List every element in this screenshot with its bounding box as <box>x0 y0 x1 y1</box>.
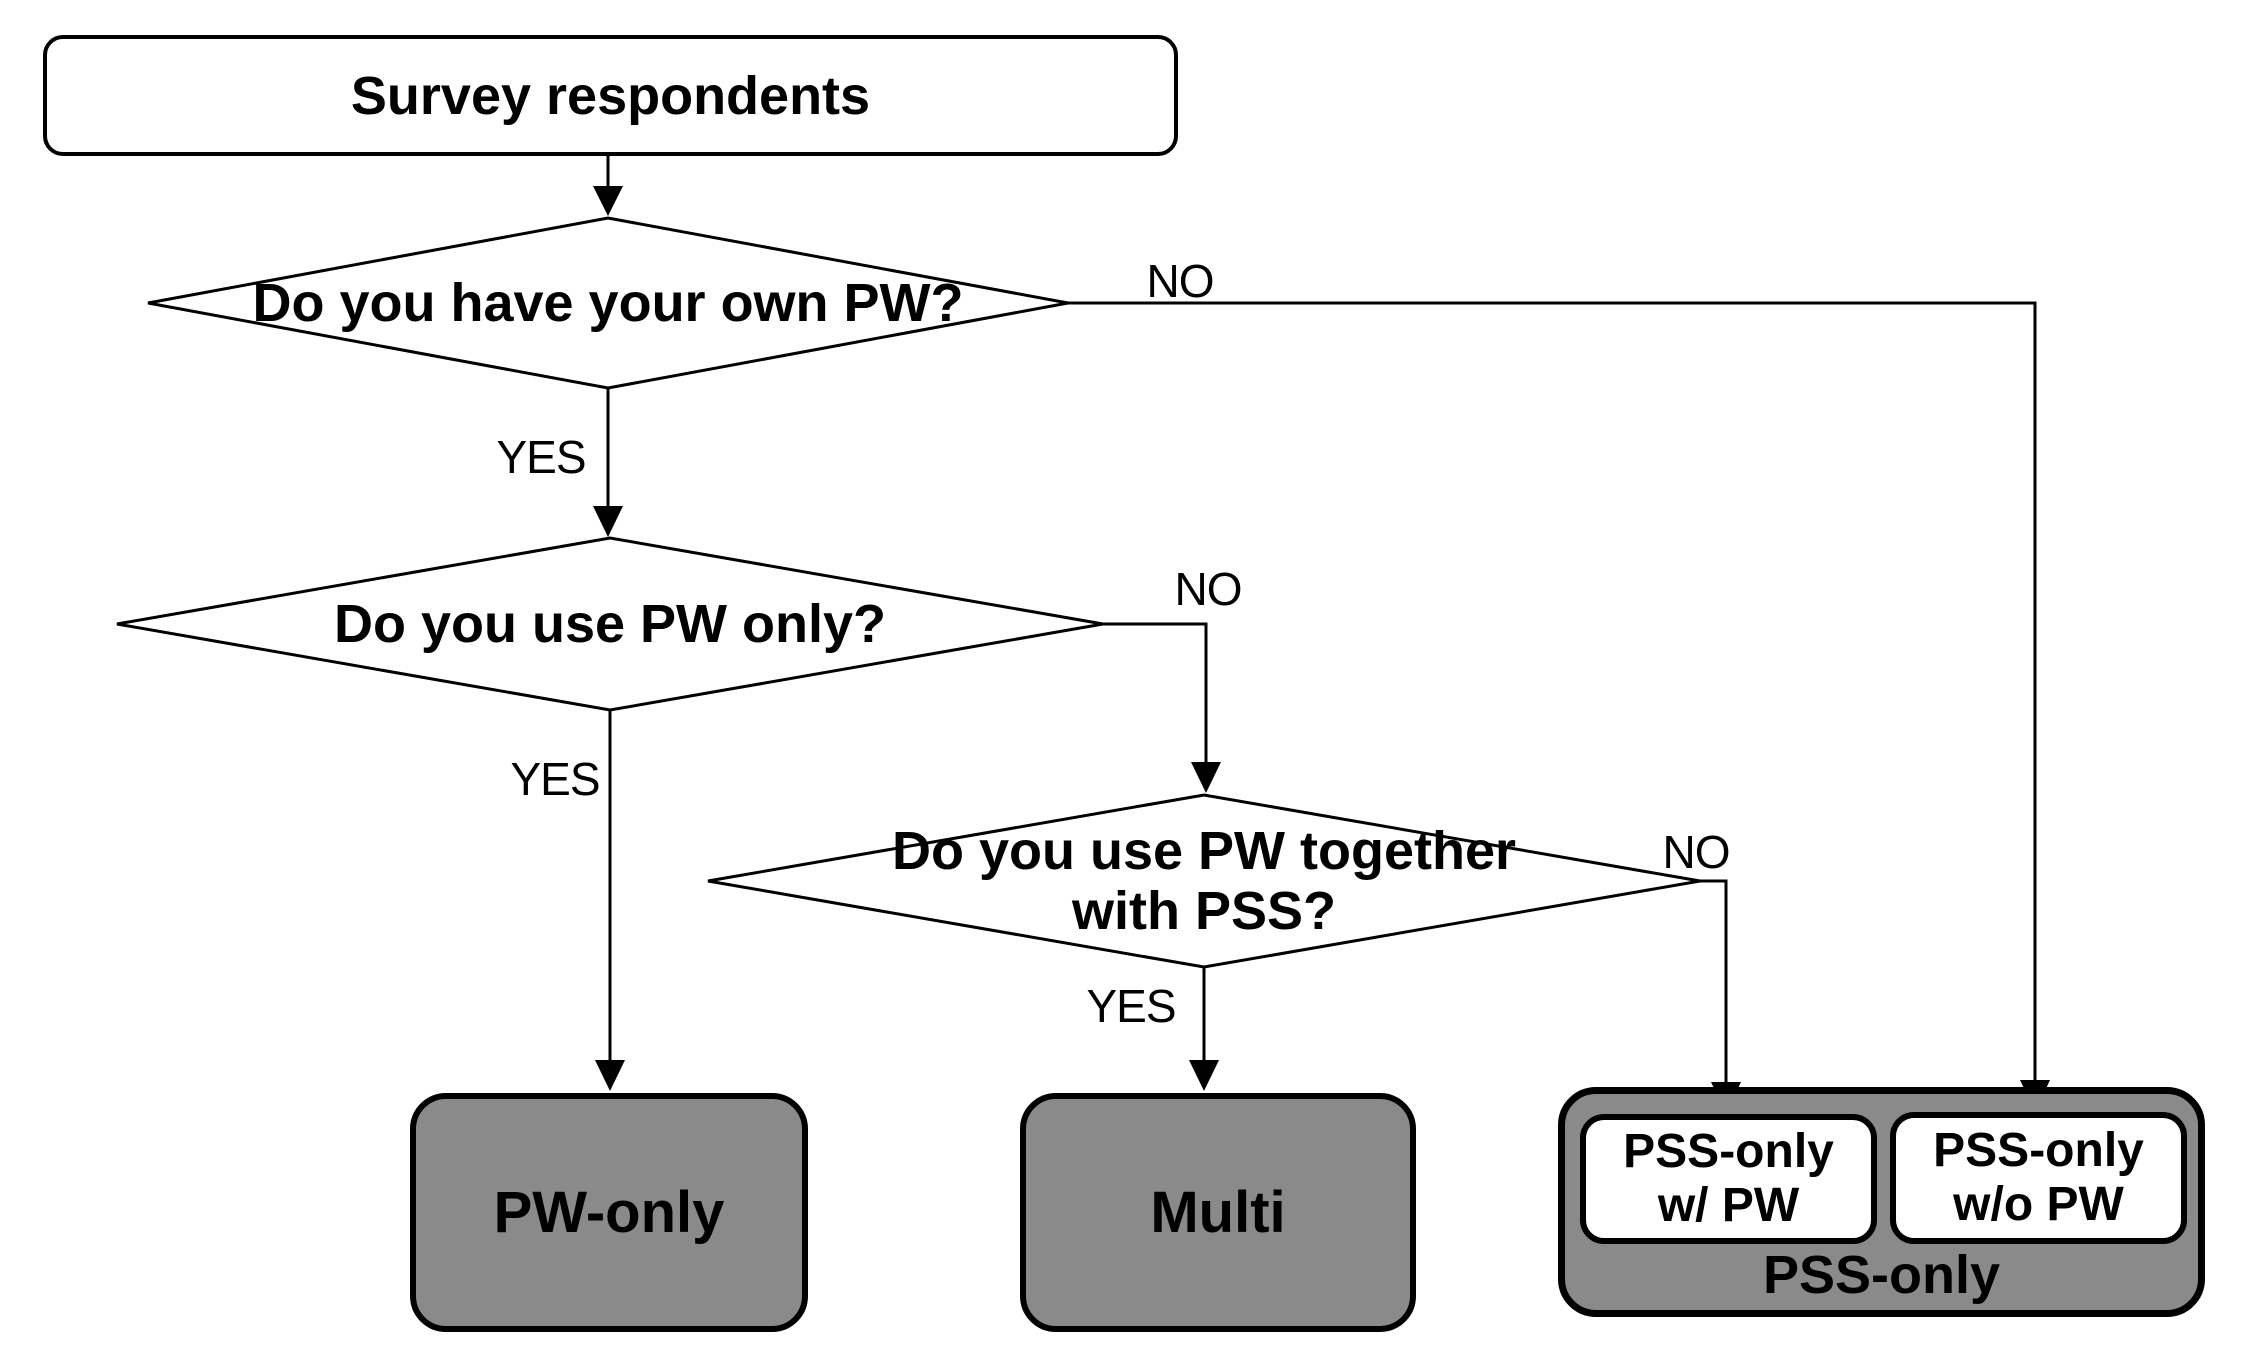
arrowhead-icon <box>1189 1060 1219 1091</box>
outcome-label-line1: PSS-only <box>1933 1124 2144 1177</box>
outcome-pw-only: PW-only <box>410 1093 808 1332</box>
arrowhead-icon <box>593 506 623 537</box>
arrowhead-icon <box>593 186 623 216</box>
outcome-multi: Multi <box>1020 1093 1416 1332</box>
edge-label-no-d3: NO <box>1662 826 1731 878</box>
edge-label-no-d2: NO <box>1174 563 1243 615</box>
edge-label-yes-d2: YES <box>510 753 600 805</box>
pss-group-label: PSS-only <box>1762 1245 2001 1305</box>
outcome-label-line2: w/ PW <box>1657 1179 1800 1232</box>
edge-d2-no <box>1103 622 1208 762</box>
arrowhead-icon <box>1191 762 1221 793</box>
outcome-group-pss-only: PSS-only w/ PW PSS-only w/o PW PSS-only <box>1558 1087 2205 1317</box>
decision-diamond-pw-only <box>116 536 1104 712</box>
decision-diamond-own-pw <box>147 216 1069 390</box>
start-node: Survey respondents <box>43 35 1178 156</box>
outcome-label-line2: w/o PW <box>1953 1178 2124 1231</box>
arrowhead-icon <box>595 1060 625 1091</box>
edge-d1-no <box>1068 301 2037 1080</box>
outcome-label-line1: PSS-only <box>1623 1125 1834 1178</box>
edge-label-yes-d1: YES <box>496 431 586 483</box>
outcome-pss-only-with-pw: PSS-only w/ PW <box>1580 1114 1877 1244</box>
edge-d3-no <box>1700 879 1728 1082</box>
edge-label-yes-d3: YES <box>1086 980 1176 1032</box>
edge-label-no-d1: NO <box>1146 255 1215 307</box>
outcome-pss-only-without-pw: PSS-only w/o PW <box>1890 1112 2187 1244</box>
decision-diamond-pw-with-pss <box>707 793 1701 969</box>
